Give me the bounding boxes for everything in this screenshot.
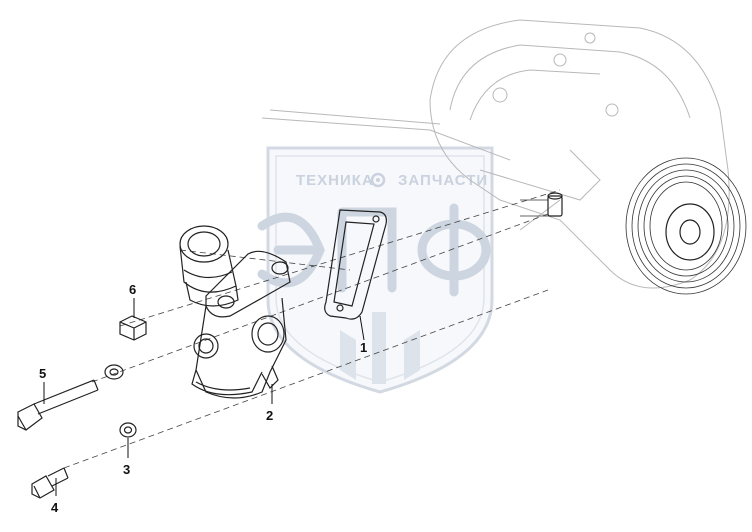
watermark: ТЕХНИКА ЗАПЧАСТИ <box>257 146 494 394</box>
short-bolt <box>31 467 69 499</box>
engine-housing-background <box>261 19 747 295</box>
watermark-text-right: ЗАПЧАСТИ <box>398 172 488 189</box>
long-bolt <box>17 379 99 431</box>
gear-icon <box>370 172 386 188</box>
plug <box>119 315 147 341</box>
callout-2: 2 <box>266 408 273 423</box>
callout-4: 4 <box>51 500 59 515</box>
watermark-text-left: ТЕХНИКА <box>296 172 374 189</box>
watermark-shield <box>266 146 494 394</box>
washer-upper <box>104 364 124 380</box>
callout-1: 1 <box>360 340 367 355</box>
thermostat-housing <box>179 225 291 399</box>
pulley <box>625 157 747 295</box>
callout-6: 6 <box>129 282 136 297</box>
callouts: 1 2 3 4 5 6 <box>39 282 367 515</box>
watermark-logo <box>257 203 491 297</box>
gasket <box>324 209 387 320</box>
callout-5: 5 <box>39 366 46 381</box>
callout-3: 3 <box>123 462 130 477</box>
watermark-grain-icon <box>340 312 420 384</box>
washer-lower <box>119 422 137 438</box>
